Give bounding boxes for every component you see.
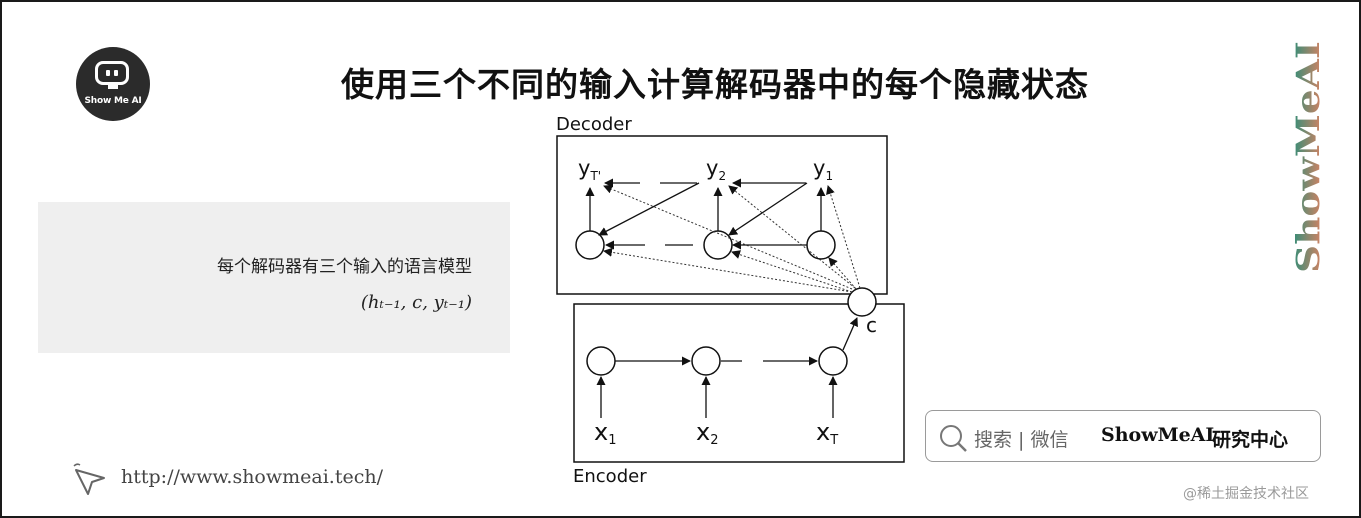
input-label-t: xT xyxy=(816,418,838,448)
website-link[interactable]: http://www.showmeai.tech/ xyxy=(121,466,384,488)
output-label-1: y1 xyxy=(813,156,833,183)
encoder-box xyxy=(573,303,905,463)
context-label: c xyxy=(866,313,877,337)
search-box[interactable]: 搜索 | 微信 ShowMeAI 研究中心 xyxy=(925,410,1321,462)
robot-face-icon xyxy=(95,61,129,85)
logo-text: Show Me AI xyxy=(84,96,142,106)
page-title: 使用三个不同的输入计算解码器中的每个隐藏状态 xyxy=(341,65,1089,104)
decoder-state-2 xyxy=(703,230,733,260)
search-brand: ShowMeAI xyxy=(1101,424,1215,446)
decoder-label: Decoder xyxy=(556,114,632,135)
decoder-box xyxy=(556,135,888,295)
input-label-1: x1 xyxy=(594,418,616,448)
info-box: 每个解码器有三个输入的语言模型 (hₜ₋₁, c, yₜ₋₁) xyxy=(38,202,510,353)
showmeai-logo: Show Me AI xyxy=(76,47,150,121)
input-label-2: x2 xyxy=(696,418,718,448)
encoder-state-t xyxy=(818,346,848,376)
info-description: 每个解码器有三个输入的语言模型 xyxy=(217,257,472,277)
cursor-arrow-icon xyxy=(73,463,105,495)
search-suffix: 研究中心 xyxy=(1212,429,1289,451)
encoder-state-1 xyxy=(586,346,616,376)
encoder-state-2 xyxy=(691,346,721,376)
encoder-label: Encoder xyxy=(573,466,647,487)
source-credit: @稀土掘金技术社区 xyxy=(1183,486,1309,502)
decoder-state-1 xyxy=(806,230,836,260)
context-node xyxy=(847,287,877,317)
watermark-text: ShowMeAI xyxy=(1292,41,1326,273)
output-label-2: y2 xyxy=(706,156,726,183)
search-icon xyxy=(940,425,967,452)
output-label-t: yT' xyxy=(578,156,601,183)
search-hint: 搜索 | 微信 xyxy=(974,429,1069,451)
showmeai-watermark: ShowMeAI xyxy=(1292,41,1326,273)
info-formula: (hₜ₋₁, c, yₜ₋₁) xyxy=(360,292,472,313)
